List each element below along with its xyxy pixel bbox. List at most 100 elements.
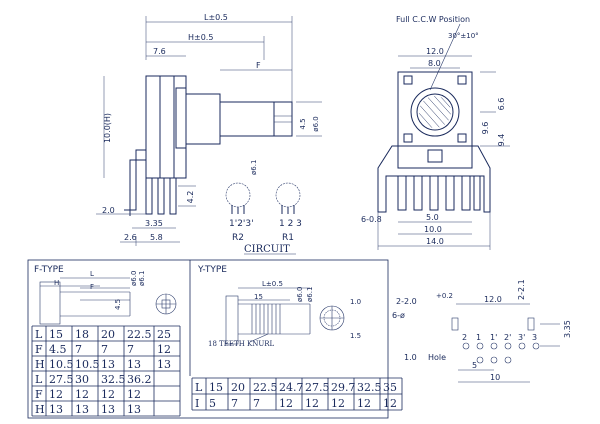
- pcb-hole21: 2-2.1: [517, 279, 526, 300]
- ftable-cell: 20: [101, 328, 115, 341]
- ftable-cell: 15: [49, 328, 63, 341]
- dim-4-2: 4.2: [186, 191, 195, 204]
- pcb-w10: 10: [490, 373, 500, 382]
- dim-L: L±0.5: [204, 13, 228, 22]
- front-h66: 6.6: [497, 98, 506, 111]
- ytable-cell: 29.7: [331, 381, 356, 394]
- pcb-hole-word: Hole: [428, 353, 446, 362]
- ftable-cell: 12: [75, 388, 89, 401]
- pcb-hole2-tol: +0.2: [436, 292, 453, 300]
- front-w12: 12.0: [426, 47, 444, 56]
- pcb-pin-2: 2: [462, 333, 467, 342]
- angle-label: 30°±10°: [448, 32, 479, 40]
- pcb-pin-3p: 3': [518, 333, 525, 342]
- ftable-cell: 22.5: [127, 328, 152, 341]
- ytable-cell: 35: [383, 381, 397, 394]
- dim-10-0H: 10.0(H): [103, 113, 112, 143]
- y-dim-1-0: 1.0: [350, 298, 361, 306]
- f-type-section: F-TYPE L H F 4.5 ø6.0 ø6.1 L 15 18 20 22.5 25…: [27, 259, 389, 419]
- front-w8: 8.0: [428, 59, 441, 68]
- ytable-cell: 7: [231, 397, 238, 410]
- ftable-cell: 13: [157, 358, 171, 371]
- f-dim-L: L: [90, 270, 94, 278]
- ftable-cell: 25: [157, 328, 171, 341]
- front-h94: 9.4: [497, 134, 506, 147]
- f-type-title: F-TYPE: [34, 265, 64, 275]
- full-ccw-label: Full C.C.W Position: [396, 15, 470, 24]
- ytable-cell: 12: [279, 397, 293, 410]
- front-6-08: 6-0.8: [361, 215, 382, 224]
- ytable-cell: 20: [231, 381, 245, 394]
- f-dim-4-5: 4.5: [114, 299, 122, 310]
- pcb-six: 6-ø: [392, 311, 405, 320]
- ftable-cell: 10.5: [49, 358, 74, 371]
- ytable-cell: 24.7: [279, 381, 304, 394]
- ftable-cell: H: [35, 358, 45, 371]
- ftable-cell: 4.5: [49, 343, 67, 356]
- y-knurl-label: 18 TEETH KNURL: [208, 340, 275, 348]
- ftable-cell: 32.5: [101, 373, 126, 386]
- f-dim-6-1: ø6.1: [138, 271, 146, 286]
- ftable-cell: F: [35, 388, 43, 401]
- pcb-layout: 2-2.0 +0.2 6-ø 12.0 2-2.1 3.35 2 1 1' 2'…: [392, 279, 572, 383]
- dim-7-6: 7.6: [153, 47, 166, 56]
- ftable-cell: 12: [49, 388, 63, 401]
- f-dim-F: F: [90, 283, 94, 291]
- circuit-diagram: ø6.1 1'2'3' 1 2 3 R2 R1 CIRCUIT: [225, 160, 302, 255]
- ftable-cell: 27.5: [49, 373, 74, 386]
- dim-5-8: 5.8: [150, 233, 163, 242]
- ftable-cell: 13: [49, 403, 63, 416]
- ftable-cell: 13: [75, 403, 89, 416]
- ytable-cell: 5: [209, 397, 216, 410]
- dim-2-6: 2.6: [124, 233, 137, 242]
- circuit-r2-label: R2: [232, 233, 244, 243]
- y-dim-L: L±0.5: [262, 280, 283, 288]
- ftable-cell: 30: [75, 373, 89, 386]
- dim-3-35: 3.35: [145, 219, 163, 228]
- dim-H: H±0.5: [188, 33, 213, 42]
- pcb-d335: 3.35: [563, 320, 572, 338]
- ftable-cell: 12: [157, 343, 171, 356]
- pcb-pin-1: 1: [476, 333, 481, 342]
- y-type-section: Y-TYPE L±0.5 15 ø6.0 ø6.1 18 TEETH KNURL…: [191, 265, 403, 411]
- ftable-cell: 7: [101, 343, 108, 356]
- dim-2-0: 2.0: [102, 206, 115, 215]
- pcb-hole10: 1.0: [404, 353, 417, 362]
- ftable-cell: 13: [127, 403, 141, 416]
- front-view: Full C.C.W Position 30°±10° 12.0 8.0: [361, 15, 510, 250]
- ftable-cell: 18: [75, 328, 89, 341]
- ftable-cell: 13: [127, 358, 141, 371]
- ytable-cell: 32.5: [357, 381, 382, 394]
- y-dim-6-0: ø6.0: [296, 287, 304, 302]
- pcb-pin-labels: 2 1 1' 2' 3' 3: [462, 333, 537, 342]
- ytable-cell: I: [195, 397, 199, 410]
- pcb-pin-3: 3: [532, 333, 537, 342]
- dim-F: F: [256, 61, 261, 70]
- ytable-cell: 12: [331, 397, 345, 410]
- front-w5: 5.0: [426, 213, 439, 222]
- f-dim-6-0: ø6.0: [130, 271, 138, 286]
- ftable-cell: F: [35, 343, 43, 356]
- ytable-cell: 7: [253, 397, 260, 410]
- pcb-hole2: 2-2.0: [396, 297, 417, 306]
- ftable-cell: 13: [101, 358, 115, 371]
- ytable-cell: 22.5: [253, 381, 278, 394]
- side-view: L±0.5 H±0.5 7.6 F 10.0(H) 4.5 ø6.0: [96, 13, 322, 246]
- ftable-cell: 10.5: [75, 358, 100, 371]
- pcb-w12: 12.0: [484, 295, 502, 304]
- ftable-cell: 12: [101, 388, 115, 401]
- ytable-cell: L: [195, 381, 203, 394]
- pcb-pin-2p: 2': [504, 333, 511, 342]
- ftable-cell: 12: [127, 388, 141, 401]
- y-type-title: Y-TYPE: [197, 265, 227, 275]
- circuit-r1-pins: 1 2 3: [279, 219, 302, 229]
- circuit-r2-pins: 1'2'3': [229, 219, 254, 229]
- ytable-cell: 12: [357, 397, 371, 410]
- ytable-cell: 27.5: [305, 381, 330, 394]
- circuit-d61: ø6.1: [250, 160, 258, 175]
- circuit-r1-label: R1: [282, 233, 294, 243]
- front-w10: 10.0: [424, 225, 442, 234]
